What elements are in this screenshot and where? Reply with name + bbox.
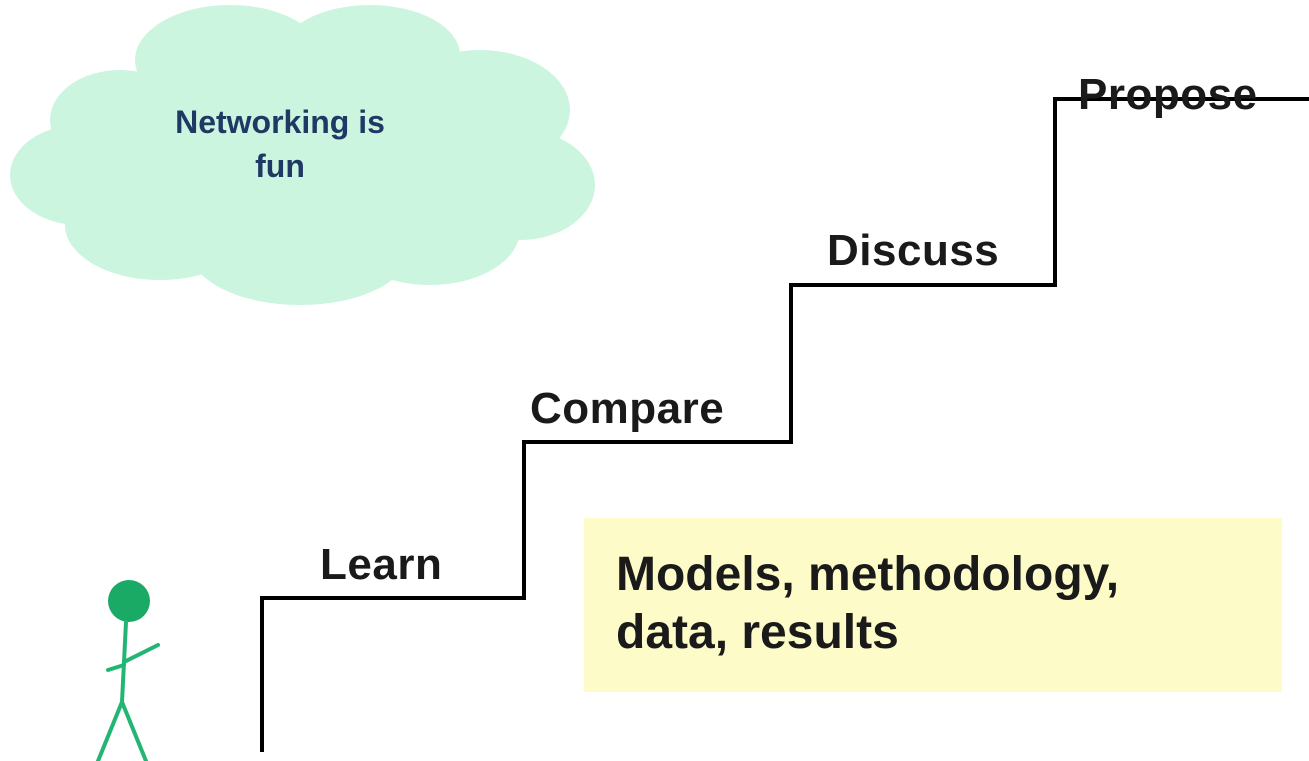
cloud-caption-line-1: Networking is [175,104,385,140]
cloud-caption-line-2: fun [255,148,305,184]
stick-figure [96,580,160,761]
step-label-discuss: Discuss [827,226,1000,275]
stick-figure-leg-left [96,700,124,761]
callout-line-2: data, results [616,606,899,659]
callout-box: Models, methodology, data, results [584,518,1282,692]
stick-figure-leg-right [120,700,148,761]
cloud-caption: Networking is fun [110,100,450,188]
step-label-compare: Compare [530,384,725,433]
step-label-propose: Propose [1078,70,1258,119]
stick-figure-head [108,580,150,622]
stick-figure-arm-right [122,643,160,664]
thought-cloud [10,5,595,305]
stick-figure-arm-left [106,663,126,672]
callout-line-1: Models, methodology, [616,548,1120,601]
staircase-line [260,97,1309,752]
step-label-learn: Learn [320,540,443,589]
